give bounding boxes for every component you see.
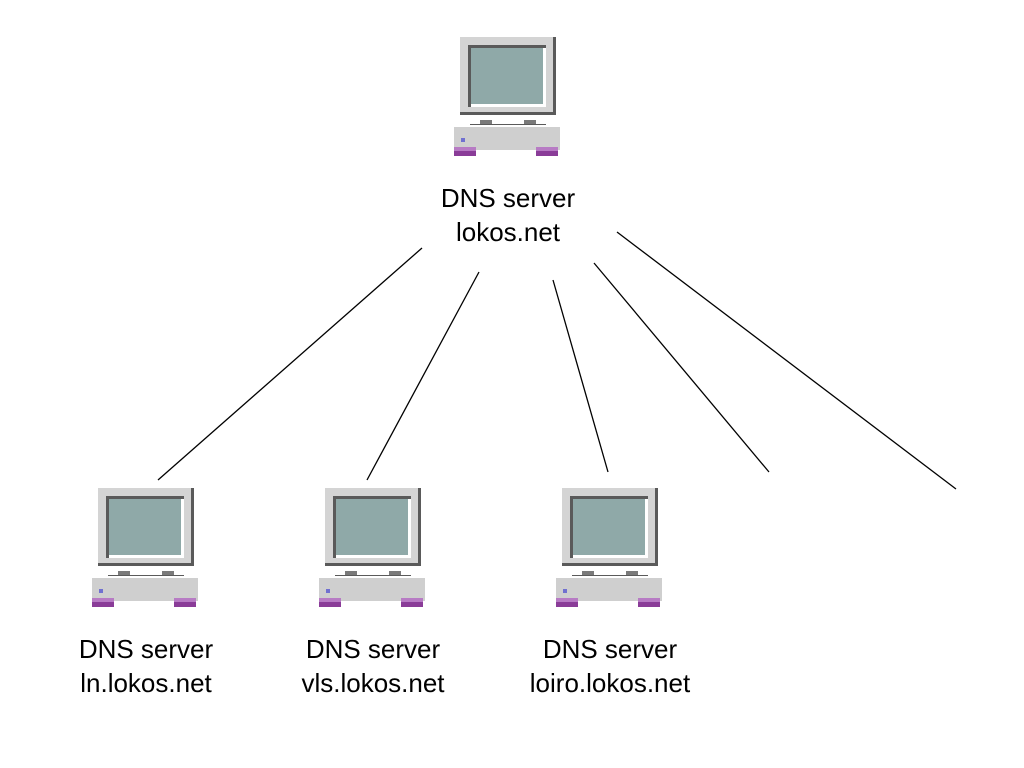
node-vls-label-line1: DNS server <box>305 634 441 664</box>
computer-icon <box>319 488 425 607</box>
link-root-unlabeled-1 <box>593 262 770 473</box>
node-root-label-line1: DNS server <box>440 183 576 213</box>
node-loiro-label-line1: DNS server <box>542 634 678 664</box>
computer-icon <box>92 488 198 607</box>
node-root-server: DNS server lokos.net <box>408 37 608 249</box>
node-vls-label: DNS server vls.lokos.net <box>273 632 473 700</box>
node-ln-label-line2: ln.lokos.net <box>80 668 212 698</box>
computer-icon <box>556 488 662 607</box>
link-root-vls <box>366 271 480 481</box>
node-ln-server: DNS server ln.lokos.net <box>46 488 246 700</box>
node-loiro-server: DNS server loiro.lokos.net <box>510 488 710 700</box>
link-root-unlabeled-2 <box>616 231 957 490</box>
link-root-loiro <box>552 279 609 473</box>
node-vls-server: DNS server vls.lokos.net <box>273 488 473 700</box>
node-ln-label: DNS server ln.lokos.net <box>46 632 246 700</box>
node-loiro-label: DNS server loiro.lokos.net <box>510 632 710 700</box>
computer-icon <box>454 37 560 156</box>
node-root-label: DNS server lokos.net <box>408 181 608 249</box>
node-vls-label-line2: vls.lokos.net <box>301 668 445 698</box>
node-ln-label-line1: DNS server <box>78 634 214 664</box>
link-root-ln <box>157 247 423 481</box>
node-root-label-line2: lokos.net <box>455 217 561 247</box>
node-loiro-label-line2: loiro.lokos.net <box>529 668 691 698</box>
